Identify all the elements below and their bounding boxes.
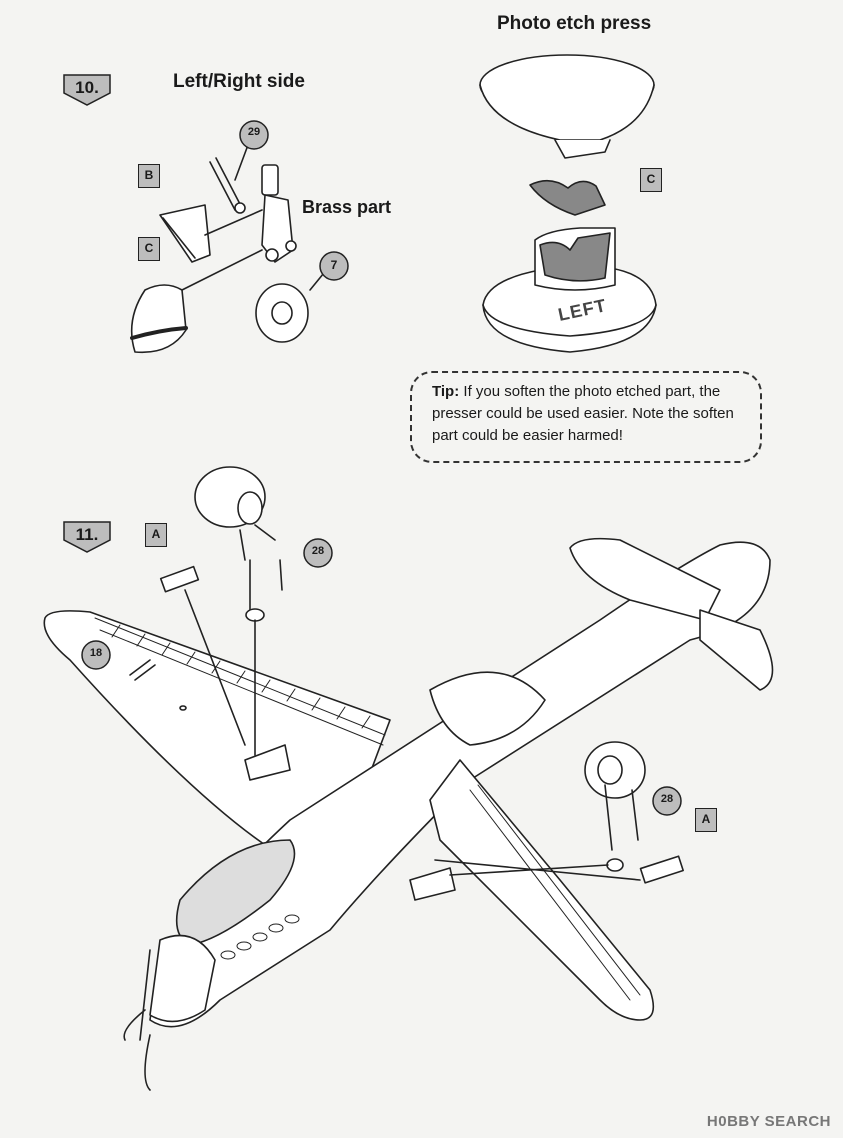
step10-assembly — [130, 144, 329, 354]
step-10-badge: 10. — [62, 73, 112, 107]
tag-a-right: A — [695, 808, 717, 832]
part-29-number: 29 — [247, 126, 261, 138]
tag-a-left: A — [145, 523, 167, 547]
tip-label: Tip — [432, 383, 455, 400]
tag-c-press: C — [640, 168, 662, 192]
brass-part-label: Brass part — [302, 197, 392, 217]
tip-text: If you soften the photo etched part, the… — [432, 383, 734, 444]
step-10-number: 10. — [75, 78, 99, 97]
step-11-number: 11. — [75, 525, 99, 544]
step-badge-shape — [63, 521, 111, 553]
press-base — [482, 227, 657, 353]
watermark: H0BBY SEARCH — [707, 1113, 831, 1130]
tip-box: Tip: If you soften the photo etched part… — [410, 371, 762, 463]
tag-c-step10: C — [138, 237, 160, 261]
part-28-number-right: 28 — [660, 793, 674, 805]
tag-b: B — [138, 164, 160, 188]
step-10-title: Left/Right side — [173, 71, 305, 92]
press-title: Photo etch press — [497, 13, 652, 34]
part-callout-shapes — [81, 120, 682, 816]
step-badge-shape — [63, 74, 111, 106]
press-top — [479, 54, 655, 159]
part-28-number-left: 28 — [311, 545, 325, 557]
step-11-badge: 11. — [62, 520, 112, 554]
press-etched-part — [529, 179, 606, 216]
watermark-brand: H0BBY SEARCH — [706, 1113, 831, 1130]
part-7-number: 7 — [330, 258, 338, 272]
airplane-drawing — [43, 466, 774, 1091]
part-18-number: 18 — [89, 647, 103, 659]
